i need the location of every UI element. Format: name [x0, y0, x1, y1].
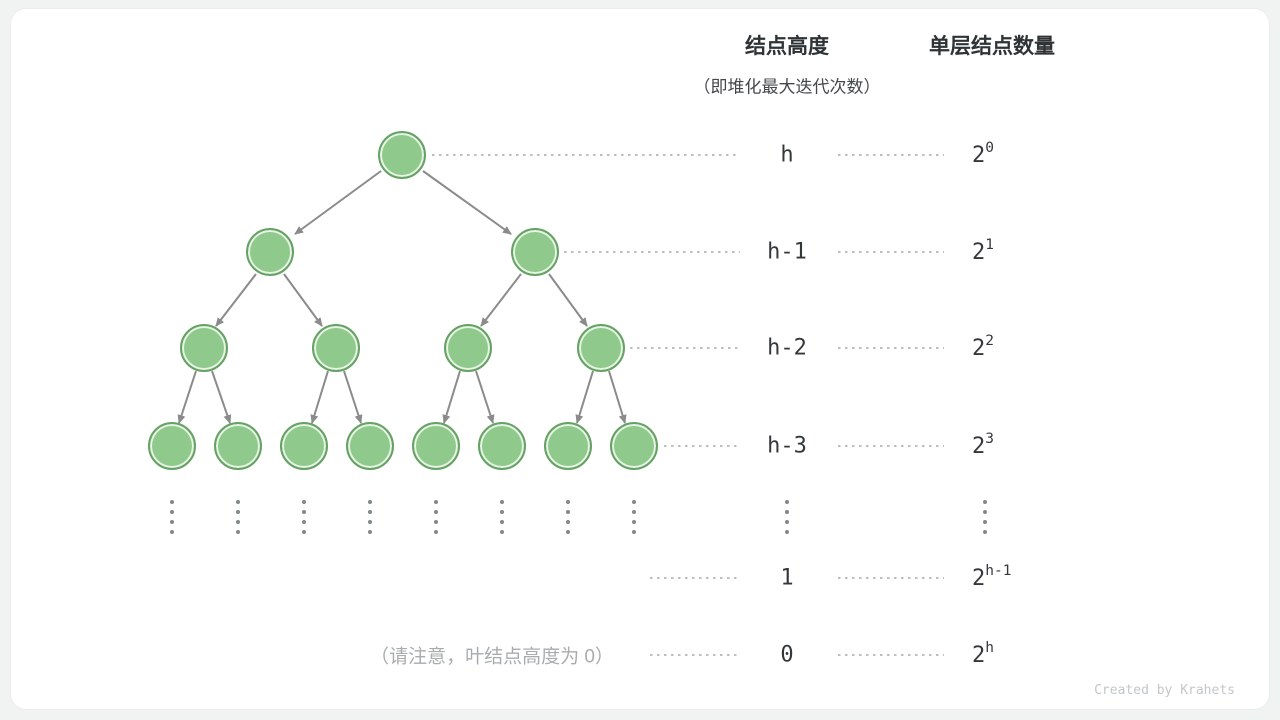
leaf-height-note: （请注意，叶结点高度为 0）: [370, 646, 614, 668]
ellipsis-dots: [170, 500, 174, 534]
ellipsis-dots: [368, 500, 372, 534]
ellipsis-dots: [236, 500, 240, 534]
ellipsis-dots: [566, 500, 570, 534]
count-base: 2: [972, 566, 986, 592]
tree-node: [280, 422, 328, 470]
height-label-h1: h-1: [767, 239, 807, 265]
count-label-2-h1: 2h-1: [972, 562, 1012, 592]
tree-node: [577, 324, 625, 372]
height-label-0: 0: [780, 642, 794, 668]
tree-node: [412, 422, 460, 470]
tree-node: [346, 422, 394, 470]
count-exponent: 2: [985, 332, 994, 349]
tree-node: [511, 228, 559, 276]
count-column-header: 单层结点数量: [929, 35, 1055, 58]
ellipsis-dots: [983, 500, 987, 534]
dotted-leader-lines: [432, 154, 944, 656]
count-exponent: 3: [985, 430, 994, 447]
count-label-2-3: 23: [972, 430, 994, 460]
height-label-h2: h-2: [767, 335, 807, 361]
tree-node: [610, 422, 658, 470]
count-label-2-h: 2h: [972, 639, 994, 669]
count-exponent: 1: [985, 236, 994, 253]
count-base: 2: [972, 434, 986, 460]
tree-node: [544, 422, 592, 470]
height-label-h3: h-3: [767, 433, 807, 459]
count-base: 2: [972, 336, 986, 362]
count-label-2-0: 20: [972, 139, 994, 169]
count-label-2-2: 22: [972, 332, 994, 362]
height-label-h: h: [780, 142, 794, 168]
tree-node: [214, 422, 262, 470]
ellipsis-dots: [434, 500, 438, 534]
ellipsis-dots: [632, 500, 636, 534]
ellipsis-dots: [785, 500, 789, 534]
tree-node: [444, 324, 492, 372]
count-exponent: h: [985, 639, 994, 656]
count-base: 2: [972, 643, 986, 669]
count-base: 2: [972, 240, 986, 266]
count-exponent: 0: [985, 139, 994, 156]
tree-node: [148, 422, 196, 470]
tree-arrows: [177, 170, 627, 424]
tree-node: [180, 324, 228, 372]
count-exponent: h-1: [985, 562, 1012, 579]
tree-node: [378, 131, 426, 179]
count-base: 2: [972, 143, 986, 169]
height-column-subheader: （即堆化最大迭代次数）: [693, 77, 881, 97]
ellipsis-dots: [302, 500, 306, 534]
tree-node: [478, 422, 526, 470]
count-label-2-1: 21: [972, 236, 994, 266]
watermark-credit: Created by Krahets: [1094, 683, 1235, 698]
tree-node: [312, 324, 360, 372]
height-column-header: 结点高度: [745, 35, 829, 58]
height-label-1: 1: [780, 565, 794, 591]
ellipsis-dots: [500, 500, 504, 534]
tree-node: [246, 228, 294, 276]
